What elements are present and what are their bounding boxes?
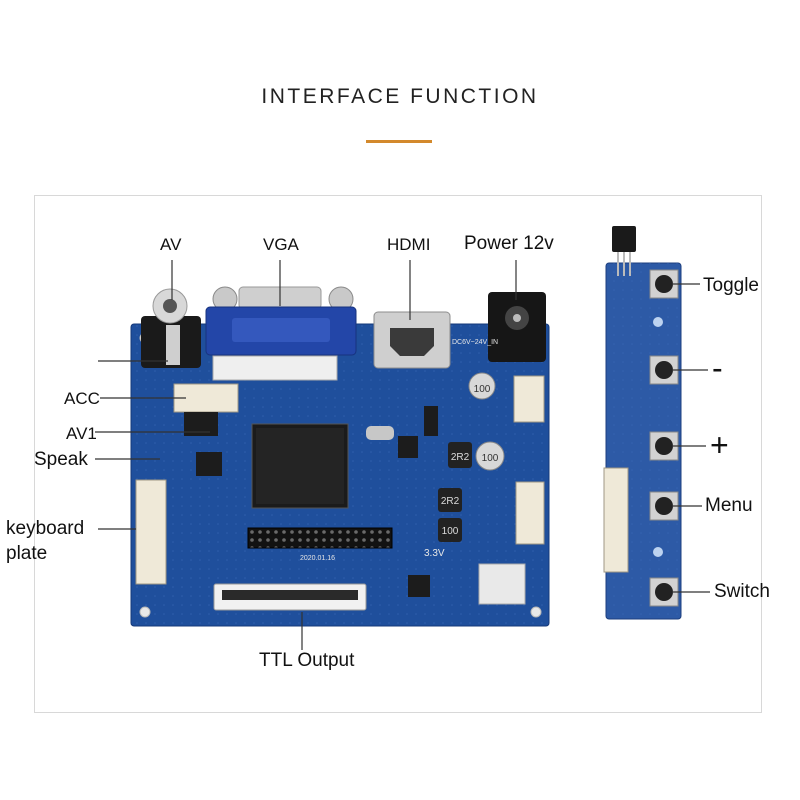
label-keyboard: keyboard	[6, 518, 85, 539]
right-header-mid	[515, 481, 545, 545]
image-frame	[34, 195, 762, 713]
label-hdmi: HDMI	[387, 235, 431, 254]
leader-lines	[95, 260, 517, 650]
page-title: INTERFACE FUNCTION	[261, 85, 539, 108]
svg-text:100: 100	[482, 453, 499, 464]
label-vga: VGA	[263, 235, 299, 254]
menu-key	[649, 491, 679, 521]
label-power: Power 12v	[464, 233, 554, 254]
pin-header	[247, 527, 393, 549]
key-leader-lines	[672, 283, 710, 593]
label-switch: Switch	[714, 581, 770, 602]
label-acc: ACC	[64, 389, 100, 408]
voltage-silkscreen: 3.3V	[424, 548, 445, 559]
label-minus: -	[712, 350, 723, 386]
ir-receiver	[612, 226, 636, 252]
inductor-mid: 2R2	[438, 488, 462, 512]
key-board	[603, 226, 682, 620]
svg-text:2R2: 2R2	[441, 496, 460, 507]
input-range-silkscreen: DC6V~24V_IN	[452, 339, 498, 346]
power-jack	[488, 292, 546, 362]
right-header-top	[513, 375, 545, 423]
vga-connector	[205, 286, 357, 381]
date-silkscreen: 2020.01.16	[300, 555, 335, 562]
label-plate: plate	[6, 543, 48, 564]
right-block	[478, 563, 526, 605]
capacitor-top: 100	[468, 372, 496, 400]
label-toggle: Toggle	[703, 275, 759, 296]
capacitor-right: 100	[475, 441, 505, 471]
inductor-low: 100	[438, 518, 462, 542]
keyboard-header	[135, 479, 167, 585]
av-rca-jack	[141, 288, 201, 368]
label-plus: +	[710, 427, 729, 463]
label-av: AV	[160, 235, 182, 254]
title-underline	[366, 140, 432, 143]
label-av1: AV1	[66, 424, 97, 443]
label-ttl-output: TTL Output	[259, 650, 355, 671]
main-board: 100 2R2 100 2R2 100 3.3V DC6V~24V_IN 202…	[130, 286, 550, 627]
label-menu: Menu	[705, 495, 753, 516]
hdmi-connector	[373, 311, 451, 369]
svg-text:100: 100	[442, 526, 459, 537]
label-speak: Speak	[34, 449, 88, 470]
svg-text:100: 100	[474, 384, 491, 395]
key-board-connector	[603, 467, 629, 573]
inductor-top: 2R2	[448, 442, 472, 468]
svg-text:2R2: 2R2	[451, 452, 470, 463]
